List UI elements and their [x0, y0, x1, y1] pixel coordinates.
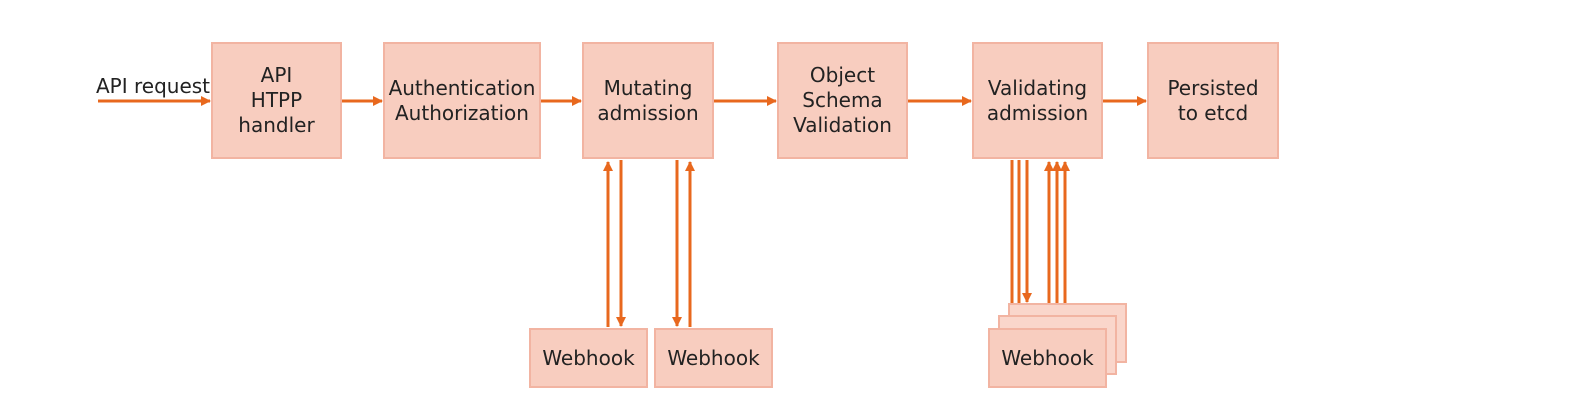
api-http-handler-box: API HTPP handler — [211, 42, 342, 159]
authentication-authorization-box: Authentication Authorization — [383, 42, 541, 159]
api-http-handler-label: API HTPP handler — [238, 63, 315, 137]
validating-webhook-label: Webhook — [1001, 345, 1094, 370]
mutating-webhook-2-label: Webhook — [667, 345, 760, 370]
validating-admission-label: Validating admission — [986, 75, 1089, 125]
validating-webhook-box: Webhook — [988, 328, 1107, 388]
persisted-to-etcd-box: Persisted to etcd — [1147, 42, 1279, 159]
mutating-admission-box: Mutating admission — [582, 42, 714, 159]
object-schema-validation-label: Object Schema Validation — [793, 63, 892, 137]
persisted-to-etcd-label: Persisted to etcd — [1167, 75, 1259, 125]
validating-admission-box: Validating admission — [972, 42, 1103, 159]
mutating-webhook-2-box: Webhook — [654, 328, 773, 388]
api-request-label: API request — [96, 74, 211, 98]
mutating-webhook-1-label: Webhook — [542, 345, 635, 370]
object-schema-validation-box: Object Schema Validation — [777, 42, 908, 159]
mutating-webhook-1-box: Webhook — [529, 328, 648, 388]
authentication-authorization-label: Authentication Authorization — [388, 75, 536, 125]
mutating-admission-label: Mutating admission — [597, 75, 699, 125]
